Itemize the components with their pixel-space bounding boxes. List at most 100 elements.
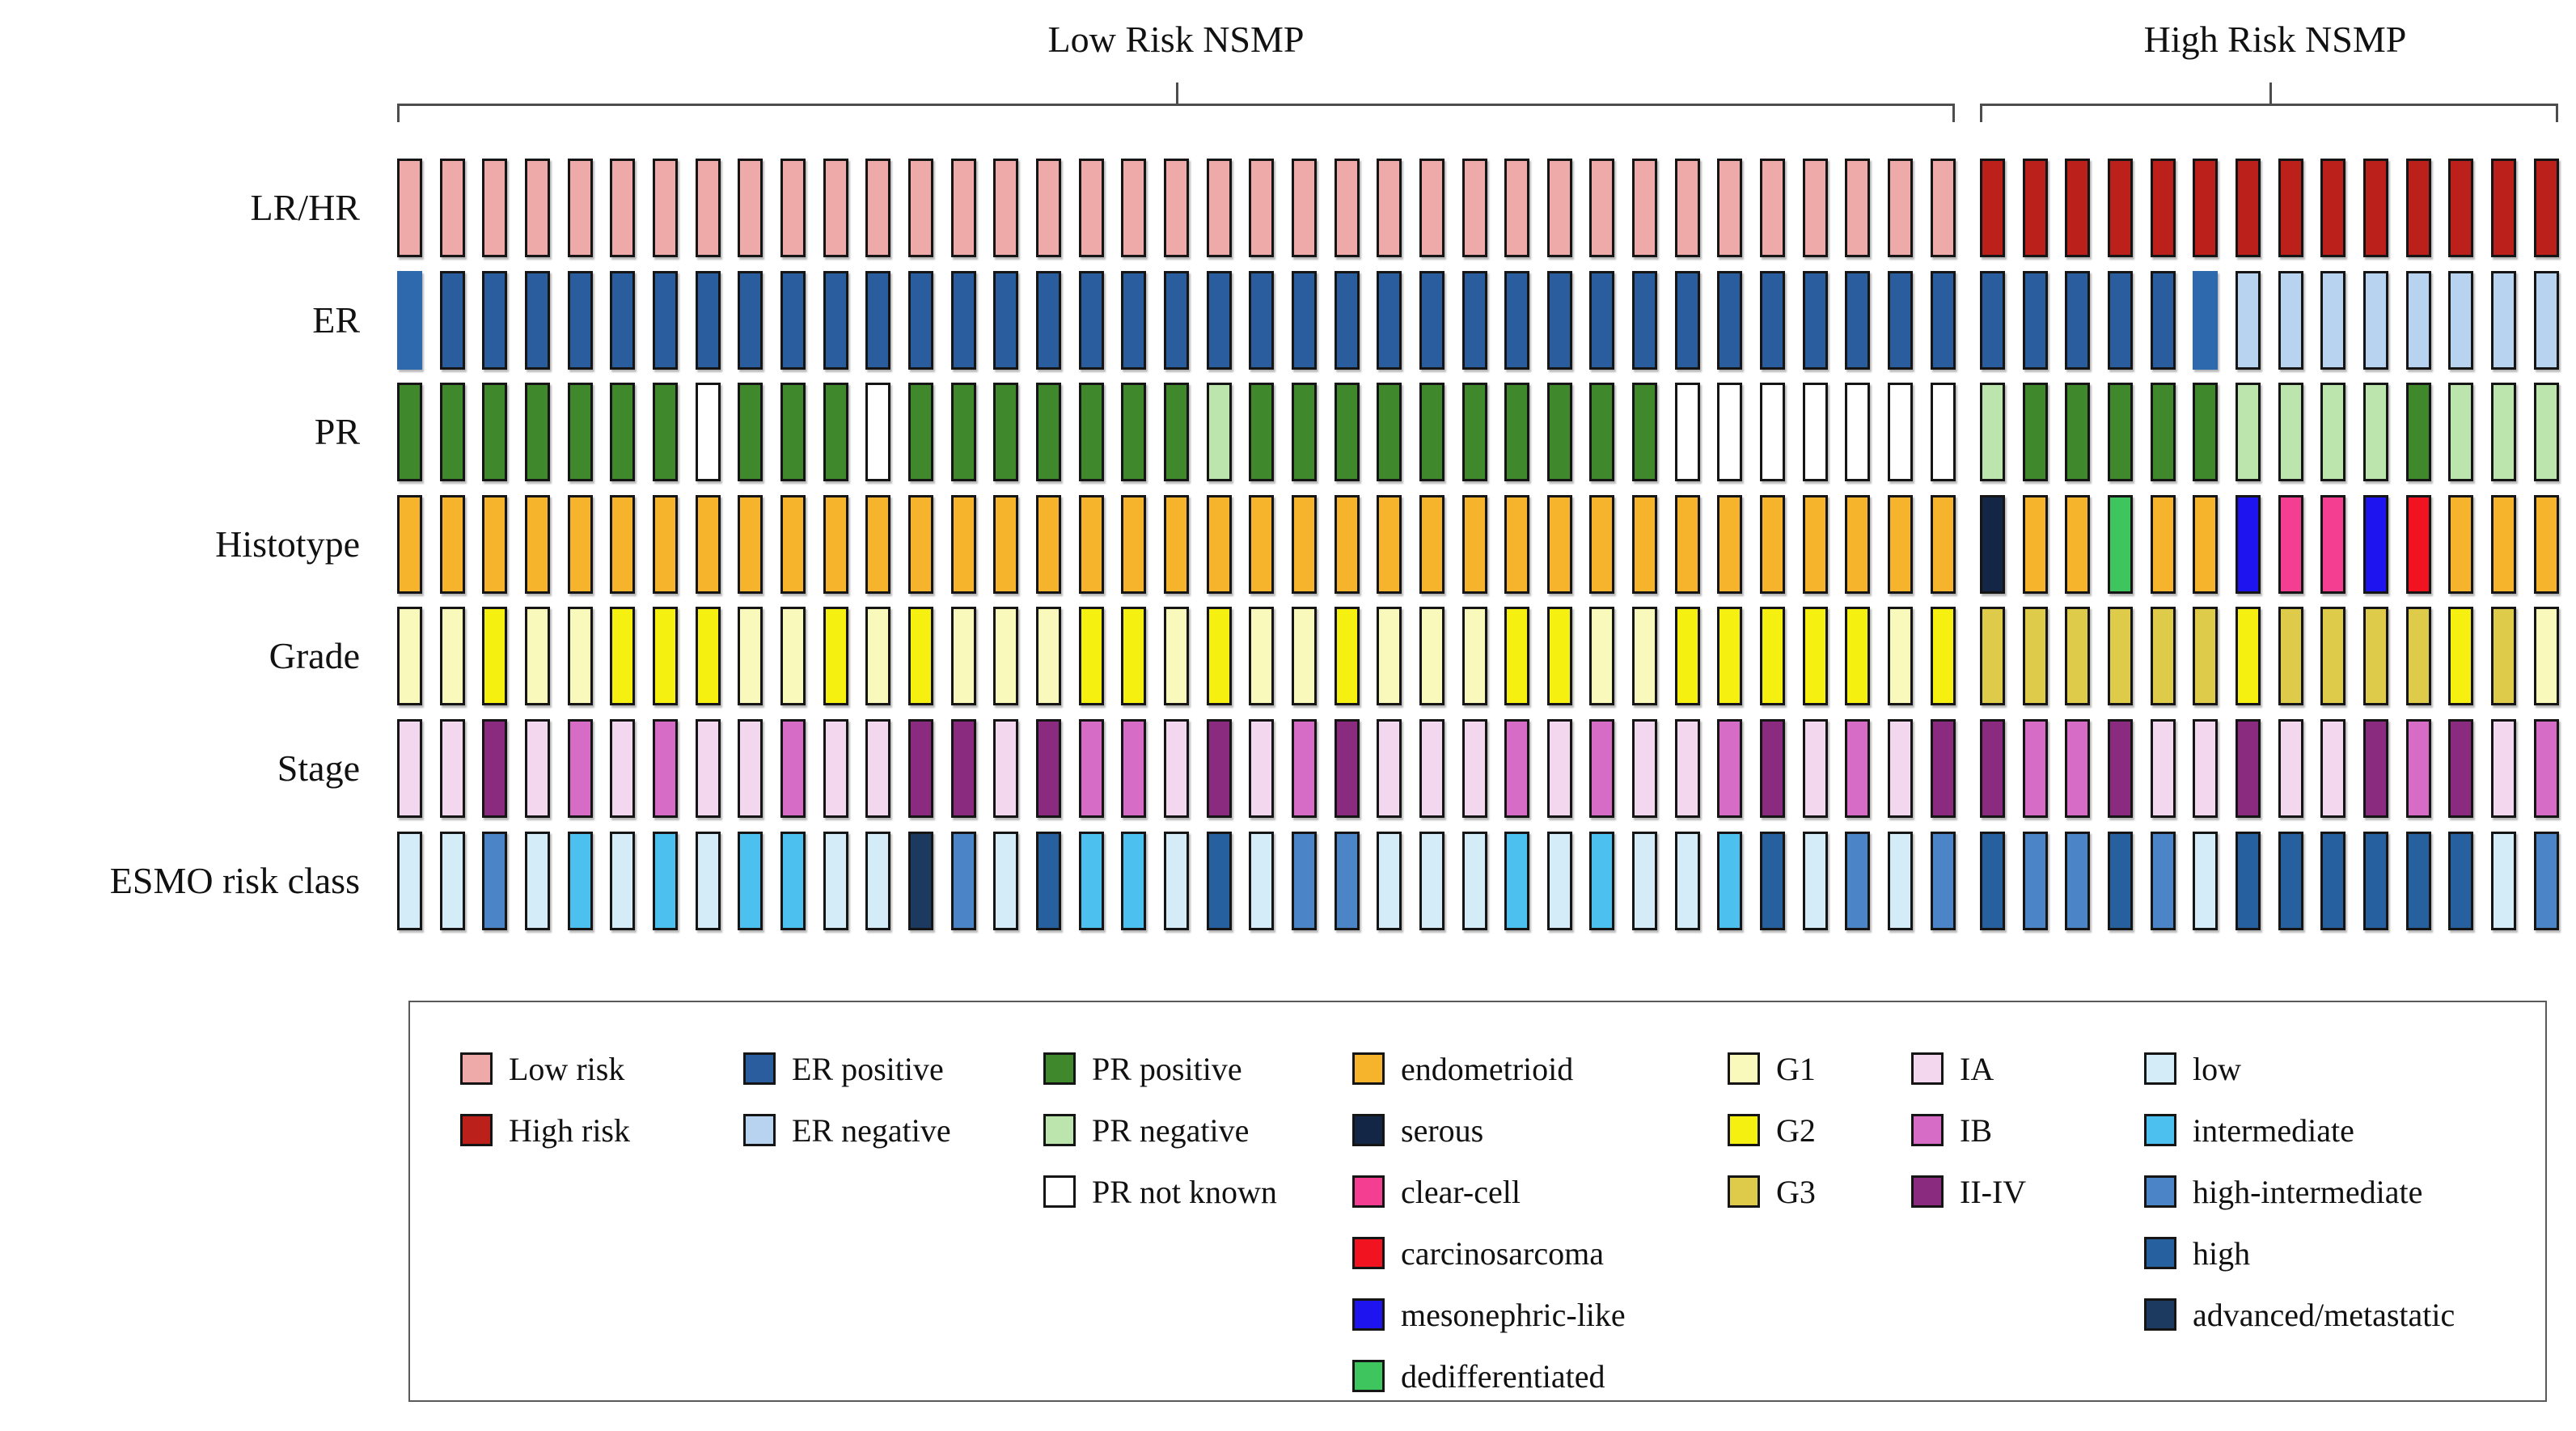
cell-er-col41-er-positive (2108, 271, 2133, 370)
cell-grade-col50-g3 (2491, 607, 2516, 705)
cell-histotype-col20-endometrioid (1207, 495, 1232, 594)
cell-stage-col47-ii-iv (2363, 719, 2388, 818)
cell-er-col45-er-negative (2278, 271, 2303, 370)
cell-er-col14-er-positive (951, 271, 976, 370)
cell-esmo-risk-class-col13-advanced-metastatic (908, 832, 933, 930)
cell-grade-col28-g2 (1547, 607, 1572, 705)
legend-label-high-intermediate: high-intermediate (2193, 1174, 2423, 1210)
cell-pr-col17-pr-positive (1079, 383, 1104, 481)
cell-stage-col25-ia (1419, 719, 1445, 818)
cell-histotype-col33-endometrioid (1760, 495, 1785, 594)
cell-esmo-risk-class-col24-low (1377, 832, 1402, 930)
cell-histotype-col39-endometrioid (2023, 495, 2048, 594)
cell-er-col31-er-positive (1675, 271, 1700, 370)
cell-grade-col10-g1 (780, 607, 806, 705)
cell-grade-col51-g1 (2534, 607, 2559, 705)
cell-esmo-risk-class-col2-low (440, 832, 465, 930)
cell-stage-col22-ib (1292, 719, 1317, 818)
cell-grade-col45-g3 (2278, 607, 2303, 705)
cell-histotype-col43-endometrioid (2193, 495, 2218, 594)
cell-grade-col9-g1 (738, 607, 763, 705)
cell-er-col32-er-positive (1717, 271, 1742, 370)
cell-esmo-risk-class-col44-high (2235, 832, 2261, 930)
legend-label-pr-negative: PR negative (1092, 1112, 1250, 1149)
cell-er-col21-er-positive (1249, 271, 1274, 370)
cell-histotype-col29-endometrioid (1589, 495, 1614, 594)
cell-grade-col31-g2 (1675, 607, 1700, 705)
cell-histotype-col16-endometrioid (1036, 495, 1061, 594)
cell-pr-col39-pr-positive (2023, 383, 2048, 481)
cell-er-col22-er-positive (1292, 271, 1317, 370)
cell-er-col33-er-positive (1760, 271, 1785, 370)
cell-histotype-col14-endometrioid (951, 495, 976, 594)
cell-lr-hr-col1-low-risk (397, 159, 422, 257)
cell-esmo-risk-class-col49-high (2448, 832, 2473, 930)
cell-grade-col44-g2 (2235, 607, 2261, 705)
cell-lr-hr-col12-low-risk (865, 159, 890, 257)
legend-label-intermediate: intermediate (2193, 1112, 2354, 1149)
cell-grade-col41-g3 (2108, 607, 2133, 705)
cell-er-col20-er-positive (1207, 271, 1232, 370)
cell-lr-hr-col24-low-risk (1377, 159, 1402, 257)
cell-esmo-risk-class-col5-intermediate (568, 832, 593, 930)
legend-swatch-er-negative (743, 1114, 776, 1146)
cell-stage-col49-ii-iv (2448, 719, 2473, 818)
cell-esmo-risk-class-col4-low (525, 832, 550, 930)
legend-swatch-low (2144, 1052, 2176, 1085)
cell-stage-col20-ii-iv (1207, 719, 1232, 818)
cell-grade-col37-g2 (1931, 607, 1956, 705)
row-label-histotype: Histotype (215, 523, 360, 565)
cell-histotype-col11-endometrioid (823, 495, 848, 594)
cell-stage-col4-ia (525, 719, 550, 818)
cell-pr-col21-pr-positive (1249, 383, 1274, 481)
legend-label-ii-iv: II-IV (1960, 1174, 2027, 1210)
cell-er-col27-er-positive (1504, 271, 1529, 370)
cell-lr-hr-col14-low-risk (951, 159, 976, 257)
cell-esmo-risk-class-col1-low (397, 832, 422, 930)
cell-stage-col11-ia (823, 719, 848, 818)
legend-swatch-er-positive (743, 1052, 776, 1085)
legend-swatch-mesonephric-like (1352, 1298, 1385, 1331)
legend-swatch-pr-positive (1043, 1052, 1076, 1085)
cell-histotype-col9-endometrioid (738, 495, 763, 594)
cell-grade-col27-g2 (1504, 607, 1529, 705)
cell-histotype-col12-endometrioid (865, 495, 890, 594)
cell-pr-col29-pr-positive (1589, 383, 1614, 481)
cell-lr-hr-col2-low-risk (440, 159, 465, 257)
cell-grade-col11-g2 (823, 607, 848, 705)
cell-stage-col40-ib (2065, 719, 2090, 818)
cell-pr-col40-pr-positive (2065, 383, 2090, 481)
legend-label-clear-cell: clear-cell (1401, 1174, 1521, 1210)
cell-stage-col16-ii-iv (1036, 719, 1061, 818)
cell-esmo-risk-class-col27-intermediate (1504, 832, 1529, 930)
legend-label-ib: IB (1960, 1112, 1992, 1149)
cell-lr-hr-col47-high-risk (2363, 159, 2388, 257)
cell-er-col48-er-negative (2406, 271, 2431, 370)
cell-histotype-col40-endometrioid (2065, 495, 2090, 594)
cell-esmo-risk-class-col14-high-intermediate (951, 832, 976, 930)
cell-histotype-col21-endometrioid (1249, 495, 1274, 594)
cell-er-col24-er-positive (1377, 271, 1402, 370)
cell-esmo-risk-class-col51-high-intermediate (2534, 832, 2559, 930)
cell-stage-col5-ib (568, 719, 593, 818)
cell-grade-col25-g1 (1419, 607, 1445, 705)
cell-stage-col36-ia (1888, 719, 1913, 818)
cell-er-col15-er-positive (993, 271, 1018, 370)
cell-esmo-risk-class-col29-intermediate (1589, 832, 1614, 930)
cell-esmo-risk-class-col11-low (823, 832, 848, 930)
legend-swatch-ii-iv (1911, 1175, 1944, 1208)
cell-lr-hr-col9-low-risk (738, 159, 763, 257)
cell-grade-col43-g3 (2193, 607, 2218, 705)
cell-lr-hr-col41-high-risk (2108, 159, 2133, 257)
cell-pr-col6-pr-positive (610, 383, 635, 481)
cell-grade-col48-g3 (2406, 607, 2431, 705)
cell-esmo-risk-class-col19-low (1164, 832, 1189, 930)
legend-label-pr-positive: PR positive (1092, 1051, 1242, 1087)
cell-er-col13-er-positive (908, 271, 933, 370)
cell-pr-col22-pr-positive (1292, 383, 1317, 481)
cell-histotype-col37-endometrioid (1931, 495, 1956, 594)
cell-histotype-col49-endometrioid (2448, 495, 2473, 594)
cell-lr-hr-col4-low-risk (525, 159, 550, 257)
group-label-low-risk-nsmp: Low Risk NSMP (1047, 19, 1305, 60)
cell-er-col19-er-positive (1164, 271, 1189, 370)
